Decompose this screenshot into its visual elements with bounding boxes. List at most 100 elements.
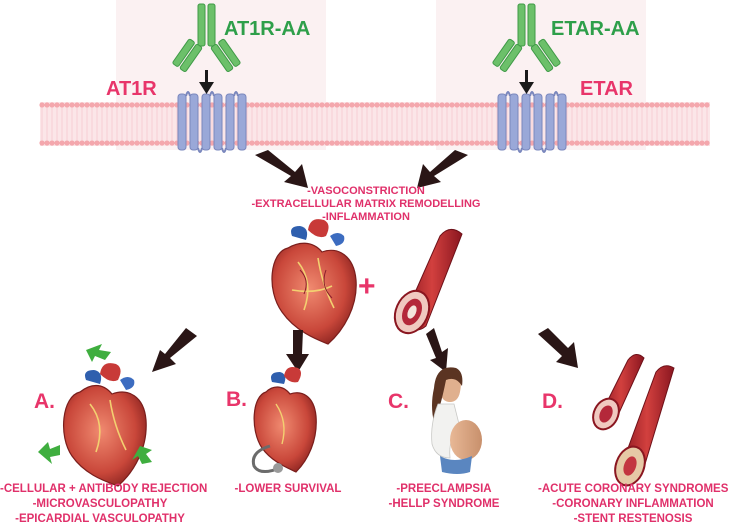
lipid-head xyxy=(394,140,400,146)
lipid-head xyxy=(704,140,710,146)
effect-line: -VASOCONSTRICTION xyxy=(307,185,425,197)
lipid-head xyxy=(144,102,150,108)
lipid-head xyxy=(129,102,135,108)
lipid-head xyxy=(614,140,620,146)
panel-b-heart-illustration xyxy=(251,367,317,473)
lipid-head xyxy=(364,102,370,108)
lipid-head xyxy=(159,102,165,108)
lipid-head xyxy=(604,102,610,108)
lipid-head xyxy=(674,140,680,146)
lipid-head xyxy=(154,140,160,146)
outcome-line: -CELLULAR + ANTIBODY REJECTION xyxy=(0,483,208,495)
lipid-head xyxy=(669,140,675,146)
lipid-head xyxy=(384,140,390,146)
lipid-head xyxy=(209,102,215,108)
lipid-head xyxy=(579,102,585,108)
lipid-head xyxy=(324,102,330,108)
lipid-head xyxy=(479,140,485,146)
lipid-head xyxy=(704,102,710,108)
lipid-head xyxy=(399,102,405,108)
lipid-head xyxy=(334,102,340,108)
lipid-head xyxy=(169,140,175,146)
lipid-head xyxy=(109,102,115,108)
lipid-head xyxy=(249,140,255,146)
lipid-head xyxy=(154,102,160,108)
lipid-head xyxy=(474,140,480,146)
lipid-head xyxy=(149,102,155,108)
panel-d-letter: D. xyxy=(542,390,563,413)
lipid-head xyxy=(84,140,90,146)
plus-sign: + xyxy=(358,270,376,303)
lipid-head xyxy=(594,102,600,108)
lipid-head xyxy=(329,102,335,108)
lipid-head xyxy=(684,102,690,108)
lipid-head xyxy=(409,140,415,146)
lipid-head xyxy=(89,102,95,108)
lipid-head xyxy=(464,140,470,146)
binding-arrows xyxy=(199,70,534,94)
lipid-head xyxy=(529,102,535,108)
lipid-head xyxy=(54,140,60,146)
lipid-head xyxy=(429,102,435,108)
lipid-head xyxy=(339,102,345,108)
lipid-head xyxy=(269,102,275,108)
lipid-head xyxy=(94,140,100,146)
lipid-head xyxy=(289,140,295,146)
etar-antibody xyxy=(492,3,561,73)
lipid-head xyxy=(634,140,640,146)
lipid-head xyxy=(694,102,700,108)
lipid-head xyxy=(304,140,310,146)
lipid-head xyxy=(314,102,320,108)
lipid-head xyxy=(159,140,165,146)
lipid-head xyxy=(629,102,635,108)
lipid-head xyxy=(304,102,310,108)
lipid-head xyxy=(569,102,575,108)
lipid-head xyxy=(39,102,45,108)
lipid-head xyxy=(44,140,50,146)
lipid-head xyxy=(459,102,465,108)
lipid-head xyxy=(414,102,420,108)
lipid-head xyxy=(279,102,285,108)
lipid-head xyxy=(354,140,360,146)
panel-d-vessels-illustration xyxy=(592,354,675,487)
lipid-head xyxy=(299,140,305,146)
lipid-head xyxy=(164,102,170,108)
lipid-head xyxy=(624,102,630,108)
lipid-head xyxy=(654,102,660,108)
at1r-receptor xyxy=(177,91,247,153)
outcome-line: -MICROVASCULOPATHY xyxy=(32,498,168,510)
lipid-head xyxy=(679,140,685,146)
lipid-head xyxy=(139,102,145,108)
lipid-head xyxy=(684,140,690,146)
effects-list: -VASOCONSTRICTION -EXTRACELLULAR MATRIX … xyxy=(236,185,496,224)
lipid-head xyxy=(374,102,380,108)
outcome-arrows xyxy=(152,328,578,372)
lipid-head xyxy=(649,140,655,146)
lipid-head xyxy=(44,102,50,108)
lipid-head xyxy=(489,102,495,108)
effect-line: -EXTRACELLULAR MATRIX REMODELLING xyxy=(251,198,481,210)
lipid-head xyxy=(264,140,270,146)
lipid-head xyxy=(449,140,455,146)
lipid-head xyxy=(279,140,285,146)
lipid-head xyxy=(694,140,700,146)
lipid-head xyxy=(614,102,620,108)
lipid-head xyxy=(39,140,45,146)
lipid-head xyxy=(99,102,105,108)
lipid-head xyxy=(699,140,705,146)
lipid-head xyxy=(164,140,170,146)
lipid-head xyxy=(469,102,475,108)
lipid-head xyxy=(274,140,280,146)
lipid-head xyxy=(444,140,450,146)
lipid-head xyxy=(284,140,290,146)
lipid-head xyxy=(659,102,665,108)
lipid-head xyxy=(529,140,535,146)
lipid-head xyxy=(459,140,465,146)
lipid-head xyxy=(309,140,315,146)
lipid-head xyxy=(114,102,120,108)
outcome-line: -ACUTE CORONARY SYNDROMES xyxy=(538,483,729,495)
lipid-head xyxy=(624,140,630,146)
lipid-head xyxy=(314,140,320,146)
lipid-head xyxy=(389,102,395,108)
